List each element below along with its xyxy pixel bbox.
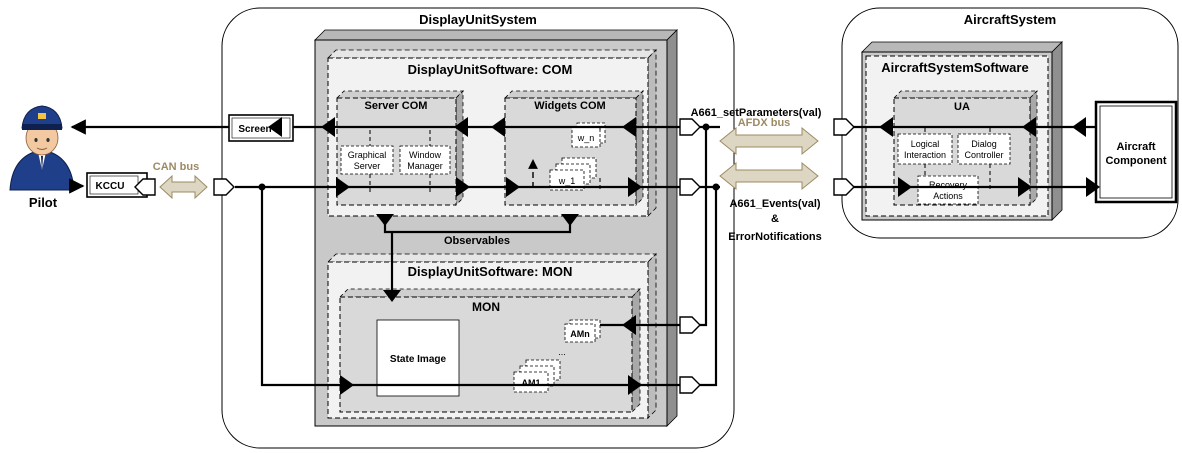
a661-events-label: A661_Events(val): [729, 198, 820, 210]
dialog-controller-label-2: Controller: [964, 150, 1003, 160]
window-manager-box: Window Manager: [399, 145, 451, 175]
ampersand-label: &: [771, 213, 779, 225]
junction-dot: [258, 183, 266, 191]
error-notifications-label: ErrorNotifications: [728, 231, 822, 243]
widget-w-n-label: w_n: [577, 133, 595, 143]
aircraft-system-title: AircraftSystem: [964, 12, 1057, 27]
aircraft-system-software-title: AircraftSystemSoftware: [881, 60, 1028, 75]
mon-panel-title: DisplayUnitSoftware: MON: [408, 264, 573, 279]
graphical-server-label-1: Graphical: [348, 150, 387, 160]
display-unit-system-title: DisplayUnitSystem: [419, 12, 537, 27]
dialog-controller-box: Dialog Controller: [957, 133, 1011, 165]
afdx-bus-label: AFDX bus: [738, 117, 791, 129]
aircraft-component-label-1: Aircraft: [1116, 141, 1155, 153]
window-manager-label-1: Window: [409, 150, 442, 160]
graphical-server-box: Graphical Server: [340, 145, 394, 175]
port-icon: [134, 118, 855, 394]
logical-interaction-label-2: Interaction: [904, 150, 946, 160]
a661-set-parameters-label: A661_setParameters(val): [691, 107, 822, 119]
am-ellipsis: ...: [558, 347, 566, 357]
widget-w-1-label: w_1: [558, 176, 576, 186]
screen-box: Screen: [228, 114, 294, 142]
flow-markers: [268, 117, 1100, 395]
recovery-actions-label-1: Recovery: [929, 180, 968, 190]
junction-dot: [712, 183, 720, 191]
mon-title: MON: [472, 300, 500, 314]
logical-interaction-label-1: Logical: [911, 139, 940, 149]
pilot-label: Pilot: [29, 195, 58, 210]
dialog-controller-label-1: Dialog: [971, 139, 997, 149]
window-manager-label-2: Manager: [407, 161, 443, 171]
can-bus-arrow: [159, 174, 208, 200]
kccu-label: KCCU: [96, 181, 125, 192]
am-1-box: AM1: [513, 359, 561, 393]
state-image-box: State Image: [376, 319, 460, 397]
widgets-com-title: Widgets COM: [534, 100, 605, 112]
widgets-ellipsis: ...: [579, 151, 587, 161]
recovery-actions-box: Recovery Actions: [917, 175, 979, 205]
state-image-label: State Image: [390, 354, 447, 365]
server-com-title: Server COM: [365, 100, 428, 112]
graphical-server-label-2: Server: [354, 161, 381, 171]
kccu-box: KCCU: [86, 172, 148, 198]
com-panel-title: DisplayUnitSoftware: COM: [408, 62, 573, 77]
am-1-label: AM1: [521, 378, 540, 388]
aircraft-component-label-2: Component: [1105, 155, 1166, 167]
am-n-box: AMn: [564, 319, 601, 343]
pilot-icon: [9, 105, 75, 191]
screen-label: Screen: [238, 124, 271, 135]
widget-w-1-box: w_1: [549, 157, 597, 191]
recovery-actions-label-2: Actions: [933, 191, 963, 201]
junction-dot: [702, 123, 710, 131]
afdx-bus-arrow: [719, 126, 819, 191]
am-n-label: AMn: [570, 329, 590, 339]
observables-label: Observables: [444, 235, 510, 247]
logical-interaction-box: Logical Interaction: [897, 133, 953, 165]
aircraft-component-box: Aircraft Component: [1094, 100, 1178, 204]
can-bus-label: CAN bus: [153, 161, 199, 173]
ua-title: UA: [954, 101, 970, 113]
